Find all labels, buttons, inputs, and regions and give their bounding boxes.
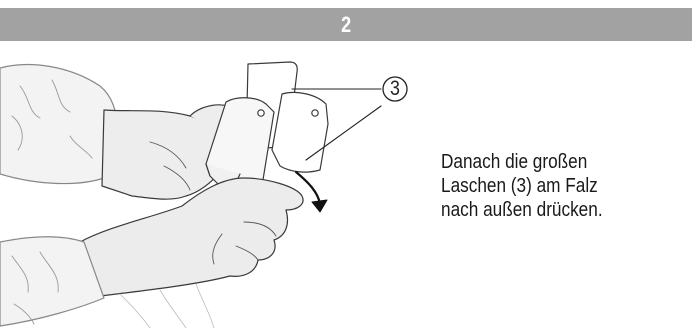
step-header-bar: 2 <box>0 8 692 41</box>
hands-folding-box-illustration <box>0 46 430 328</box>
instruction-text: Danach die großen Laschen (3) am Falz na… <box>441 150 647 222</box>
instruction-line-2: Laschen (3) am Falz <box>441 174 647 198</box>
lower-glove <box>80 178 303 296</box>
upper-sleeve <box>0 65 116 184</box>
carton-flap-right <box>272 92 328 172</box>
step-number: 2 <box>341 12 351 38</box>
instruction-line-3: nach außen drücken. <box>441 198 647 222</box>
instruction-line-1: Danach die großen <box>441 150 647 174</box>
callout-number: 3 <box>383 75 407 103</box>
